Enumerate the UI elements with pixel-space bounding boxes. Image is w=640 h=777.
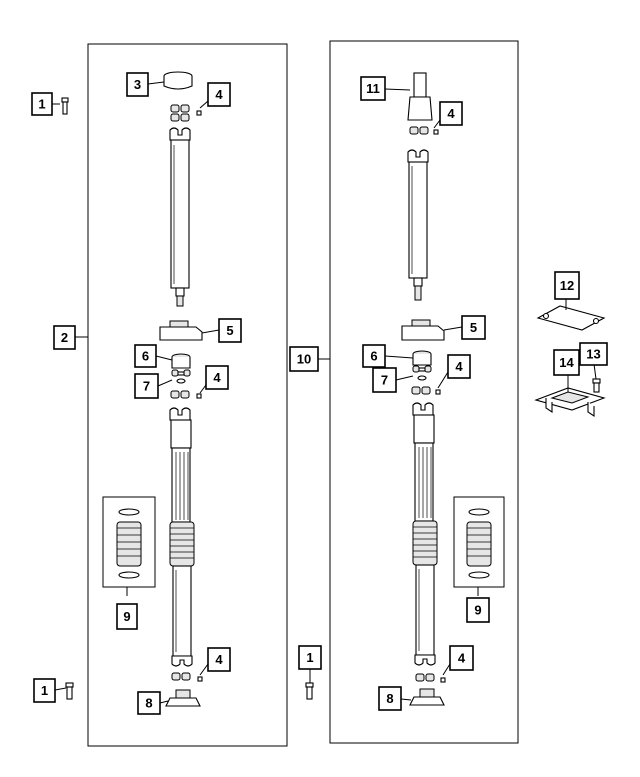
leader-lines bbox=[51, 81, 597, 704]
flange-yoke-icon bbox=[412, 350, 432, 366]
svg-text:1: 1 bbox=[38, 97, 45, 112]
callout-5-left: 5 bbox=[218, 318, 242, 343]
slip-shaft-icon bbox=[169, 419, 195, 657]
callout-14: 14 bbox=[553, 349, 580, 376]
yoke-icon bbox=[169, 407, 191, 421]
callout-7-right: 7 bbox=[372, 367, 397, 393]
yoke-icon bbox=[171, 655, 193, 667]
stub-shaft-icon bbox=[407, 72, 433, 121]
shaft-tube-icon bbox=[408, 161, 428, 301]
callout-11: 11 bbox=[360, 76, 386, 101]
u-joint-bearing-icon bbox=[415, 673, 446, 683]
u-joint-bearing-icon bbox=[171, 672, 203, 682]
svg-text:7: 7 bbox=[381, 373, 388, 388]
callout-4-right-top: 4 bbox=[439, 101, 463, 126]
right-boot-kit-frame bbox=[453, 496, 505, 588]
callout-6-left: 6 bbox=[134, 344, 157, 368]
u-joint-bearing-icon bbox=[170, 390, 202, 399]
callout-1-top: 1 bbox=[31, 92, 53, 116]
svg-text:2: 2 bbox=[61, 330, 68, 345]
svg-text:13: 13 bbox=[586, 347, 600, 362]
svg-text:4: 4 bbox=[458, 651, 466, 666]
u-joint-bearing-icon bbox=[409, 126, 439, 135]
slip-shaft-icon bbox=[412, 414, 438, 656]
callout-1-bottom: 1 bbox=[33, 678, 56, 703]
yoke-icon bbox=[169, 127, 191, 141]
callout-6-right: 6 bbox=[362, 344, 386, 368]
svg-text:4: 4 bbox=[215, 652, 223, 667]
svg-text:8: 8 bbox=[145, 696, 152, 711]
svg-text:14: 14 bbox=[559, 355, 574, 370]
callout-8-left: 8 bbox=[137, 691, 161, 715]
callout-3: 3 bbox=[126, 72, 149, 97]
callout-12: 12 bbox=[554, 271, 580, 300]
svg-text:9: 9 bbox=[474, 603, 481, 618]
callout-7-left: 7 bbox=[134, 373, 159, 399]
svg-text:4: 4 bbox=[455, 359, 463, 374]
svg-text:12: 12 bbox=[560, 278, 574, 293]
svg-text:10: 10 bbox=[297, 352, 311, 367]
boot-kit-icon bbox=[116, 508, 142, 579]
callout-9-left: 9 bbox=[116, 603, 138, 630]
center-bearing-icon bbox=[401, 319, 445, 341]
callout-8-right: 8 bbox=[378, 686, 402, 711]
callout-9-right: 9 bbox=[466, 597, 490, 623]
svg-text:3: 3 bbox=[134, 77, 141, 92]
yoke-icon bbox=[407, 149, 429, 163]
svg-text:5: 5 bbox=[470, 320, 477, 335]
callout-4-left-bottom: 4 bbox=[207, 647, 231, 672]
shaft-tube-icon bbox=[170, 139, 190, 307]
u-joint-cross-icon bbox=[171, 369, 191, 384]
boot-kit-icon bbox=[466, 508, 492, 579]
bracket-parts bbox=[534, 305, 606, 418]
svg-text:4: 4 bbox=[447, 106, 455, 121]
yoke-icon bbox=[414, 654, 436, 666]
svg-text:1: 1 bbox=[41, 683, 48, 698]
callout-4-left-mid: 4 bbox=[205, 365, 229, 390]
svg-text:1: 1 bbox=[306, 650, 313, 665]
callout-13: 13 bbox=[579, 342, 608, 366]
svg-text:6: 6 bbox=[370, 349, 377, 364]
left-shaft-assembly-frame bbox=[87, 43, 288, 747]
center-bearing-icon bbox=[159, 320, 203, 341]
bolt-icon bbox=[65, 682, 74, 700]
cap-icon bbox=[163, 71, 193, 90]
bolt-icon bbox=[592, 378, 601, 393]
callout-4-left-top: 4 bbox=[207, 82, 231, 107]
svg-text:6: 6 bbox=[142, 349, 149, 364]
plate-icon bbox=[536, 305, 606, 331]
u-joint-cross-icon bbox=[412, 365, 432, 381]
left-shaft-parts bbox=[61, 71, 203, 707]
svg-text:7: 7 bbox=[143, 379, 150, 394]
callout-5-right: 5 bbox=[461, 315, 486, 340]
flange-yoke-icon bbox=[171, 353, 191, 369]
callout-4-right-bottom: 4 bbox=[449, 645, 474, 671]
bolt-icon bbox=[61, 97, 69, 115]
svg-text:5: 5 bbox=[226, 323, 233, 338]
flange-icon bbox=[409, 688, 445, 706]
svg-text:4: 4 bbox=[215, 87, 223, 102]
svg-text:8: 8 bbox=[386, 691, 393, 706]
callout-2: 2 bbox=[53, 325, 76, 350]
callout-1-right: 1 bbox=[298, 645, 322, 670]
svg-text:4: 4 bbox=[213, 370, 221, 385]
left-boot-kit-frame bbox=[102, 496, 156, 588]
u-joint-bearing-icon bbox=[170, 104, 202, 122]
flange-icon bbox=[165, 689, 201, 707]
right-shaft-parts bbox=[305, 72, 492, 706]
u-joint-bearing-icon bbox=[411, 386, 441, 395]
bolt-icon bbox=[305, 682, 314, 700]
svg-text:11: 11 bbox=[366, 81, 380, 96]
yoke-icon bbox=[412, 402, 434, 416]
bracket-icon bbox=[534, 387, 606, 418]
svg-text:9: 9 bbox=[123, 609, 130, 624]
callout-10: 10 bbox=[289, 346, 319, 372]
right-shaft-assembly-frame bbox=[329, 40, 519, 744]
callout-4-right-mid: 4 bbox=[447, 354, 471, 379]
